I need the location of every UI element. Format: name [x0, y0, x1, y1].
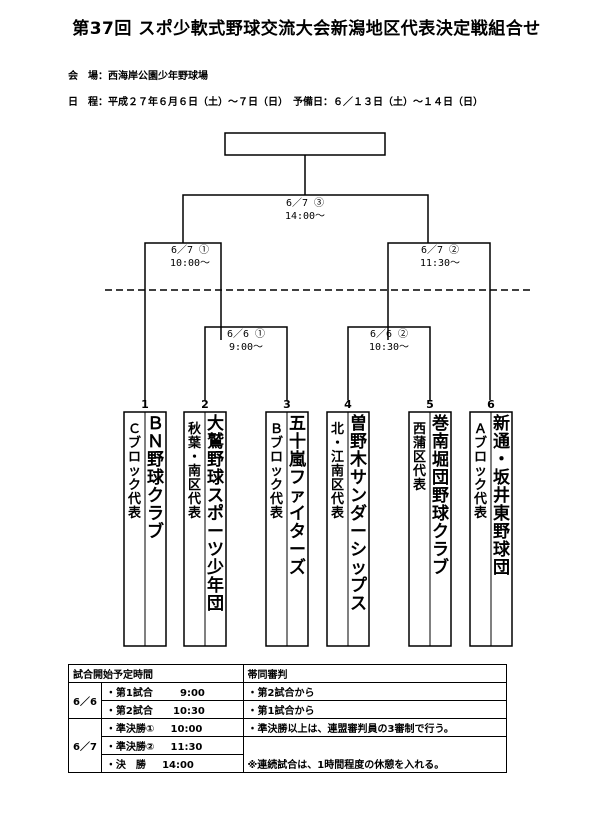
schedule-header-umpires: 帯同審判 — [242, 664, 508, 683]
champion-box — [224, 132, 386, 156]
team-number: 4 — [344, 398, 352, 411]
final-time: 14:00～ — [285, 211, 325, 222]
game-row: ・準決勝① 10:00 — [100, 718, 244, 737]
venue-line: 会 場：西海岸公園少年野球場 — [68, 71, 208, 82]
first-round-1-time: 9:00～ — [229, 342, 263, 353]
team-block: Ａブロック代表 — [473, 422, 488, 521]
game-name: ・準決勝② — [105, 742, 155, 753]
team-block: 北・江南区代表 — [330, 422, 345, 521]
team-entry: 6 新通・坂井東野球団 Ａブロック代表 — [469, 398, 513, 647]
game-row: ・決 勝 14:00 — [100, 754, 244, 773]
team-name: 巻南堀団野球クラブ — [431, 413, 450, 578]
umpire-note-2: ※連続試合は、1時間程度の休憩を入れる。 — [242, 754, 508, 773]
final-line — [182, 194, 429, 243]
team-block: 秋葉・南区代表 — [187, 421, 202, 521]
first-round-2-time: 10:30～ — [369, 342, 409, 353]
game-name: ・第2試合 — [105, 706, 153, 717]
team-name: 五十嵐ファイターズ — [289, 414, 307, 578]
first-round-1-line — [204, 326, 288, 400]
team-number: 5 — [426, 398, 434, 411]
umpire-cell: ・第1試合から — [242, 700, 508, 719]
semifinal-2-line — [387, 242, 491, 400]
team-block: Ｃブロック代表 — [127, 422, 142, 521]
semifinal-1-date: 6／7 ① — [171, 244, 209, 256]
day1-label: 6／6 — [68, 682, 102, 719]
first-round-1-date: 6／6 ① — [227, 328, 265, 340]
team-number: 3 — [283, 398, 291, 411]
umpire-note-empty — [242, 736, 508, 755]
umpire-note-1: ・準決勝以上は、連盟審判員の3審制で行う。 — [242, 718, 508, 737]
page-title: 第37回 スポ少軟式野球交流大会新潟地区代表決定戦組合せ — [72, 19, 541, 39]
game-time: 10:00 — [170, 724, 203, 735]
dates-line: 日 程：平成２７年６月６日（土）～７日（日） 予備日：６／１３日（土）～１４日（… — [68, 97, 483, 108]
game-time: 14:00 — [162, 760, 194, 771]
game-name: ・決 勝 — [105, 760, 146, 771]
final-date: 6／7 ③ — [286, 197, 324, 209]
umpire-cell: ・第2試合から — [242, 682, 508, 701]
team-block: Ｂブロック代表 — [269, 422, 284, 521]
game-row: ・第1試合 9:00 — [100, 682, 244, 701]
game-name: ・第1試合 — [105, 688, 153, 699]
game-time: 10:30 — [173, 706, 205, 717]
team-block: 西蒲区代表 — [412, 422, 427, 493]
day2-label: 6／7 — [68, 718, 102, 773]
team-name: ＢＮ野球クラブ — [147, 414, 165, 542]
semifinal-2-date: 6／7 ② — [421, 244, 459, 256]
team-number: 6 — [487, 398, 495, 411]
game-row: ・準決勝② 11:30 — [100, 736, 244, 755]
team-entry: 3 五十嵐ファイターズ Ｂブロック代表 — [265, 398, 309, 647]
team-name: 新通・坂井東野球団 — [493, 413, 511, 578]
game-time: 11:30 — [170, 742, 203, 753]
semifinal-1-time: 10:00～ — [170, 258, 210, 269]
team-number: 1 — [141, 398, 149, 411]
schedule-table: 試合開始予定時間 帯同審判 6／6 ・第1試合 9:00 ・第2試合から ・第2試… — [68, 664, 508, 773]
team-name: 大鷲野球スポーツ少年団 — [206, 413, 225, 614]
first-round-2-line — [347, 326, 431, 400]
game-name: ・準決勝① — [105, 724, 155, 735]
schedule-header-times: 試合開始予定時間 — [68, 664, 244, 683]
tournament-bracket: 6／7 ③ 14:00～ 6／7 ① 10:00～ 6／7 ② 11:30～ 6… — [105, 132, 530, 647]
team-number: 2 — [201, 398, 209, 411]
game-row: ・第2試合 10:30 — [100, 700, 244, 719]
semifinal-1-line — [144, 242, 222, 400]
game-time: 9:00 — [180, 688, 205, 699]
first-round-2-date: 6／6 ② — [370, 328, 408, 340]
semifinal-2-time: 11:30～ — [420, 258, 460, 269]
team-name: 曽野木サンダーシップス — [349, 413, 368, 614]
